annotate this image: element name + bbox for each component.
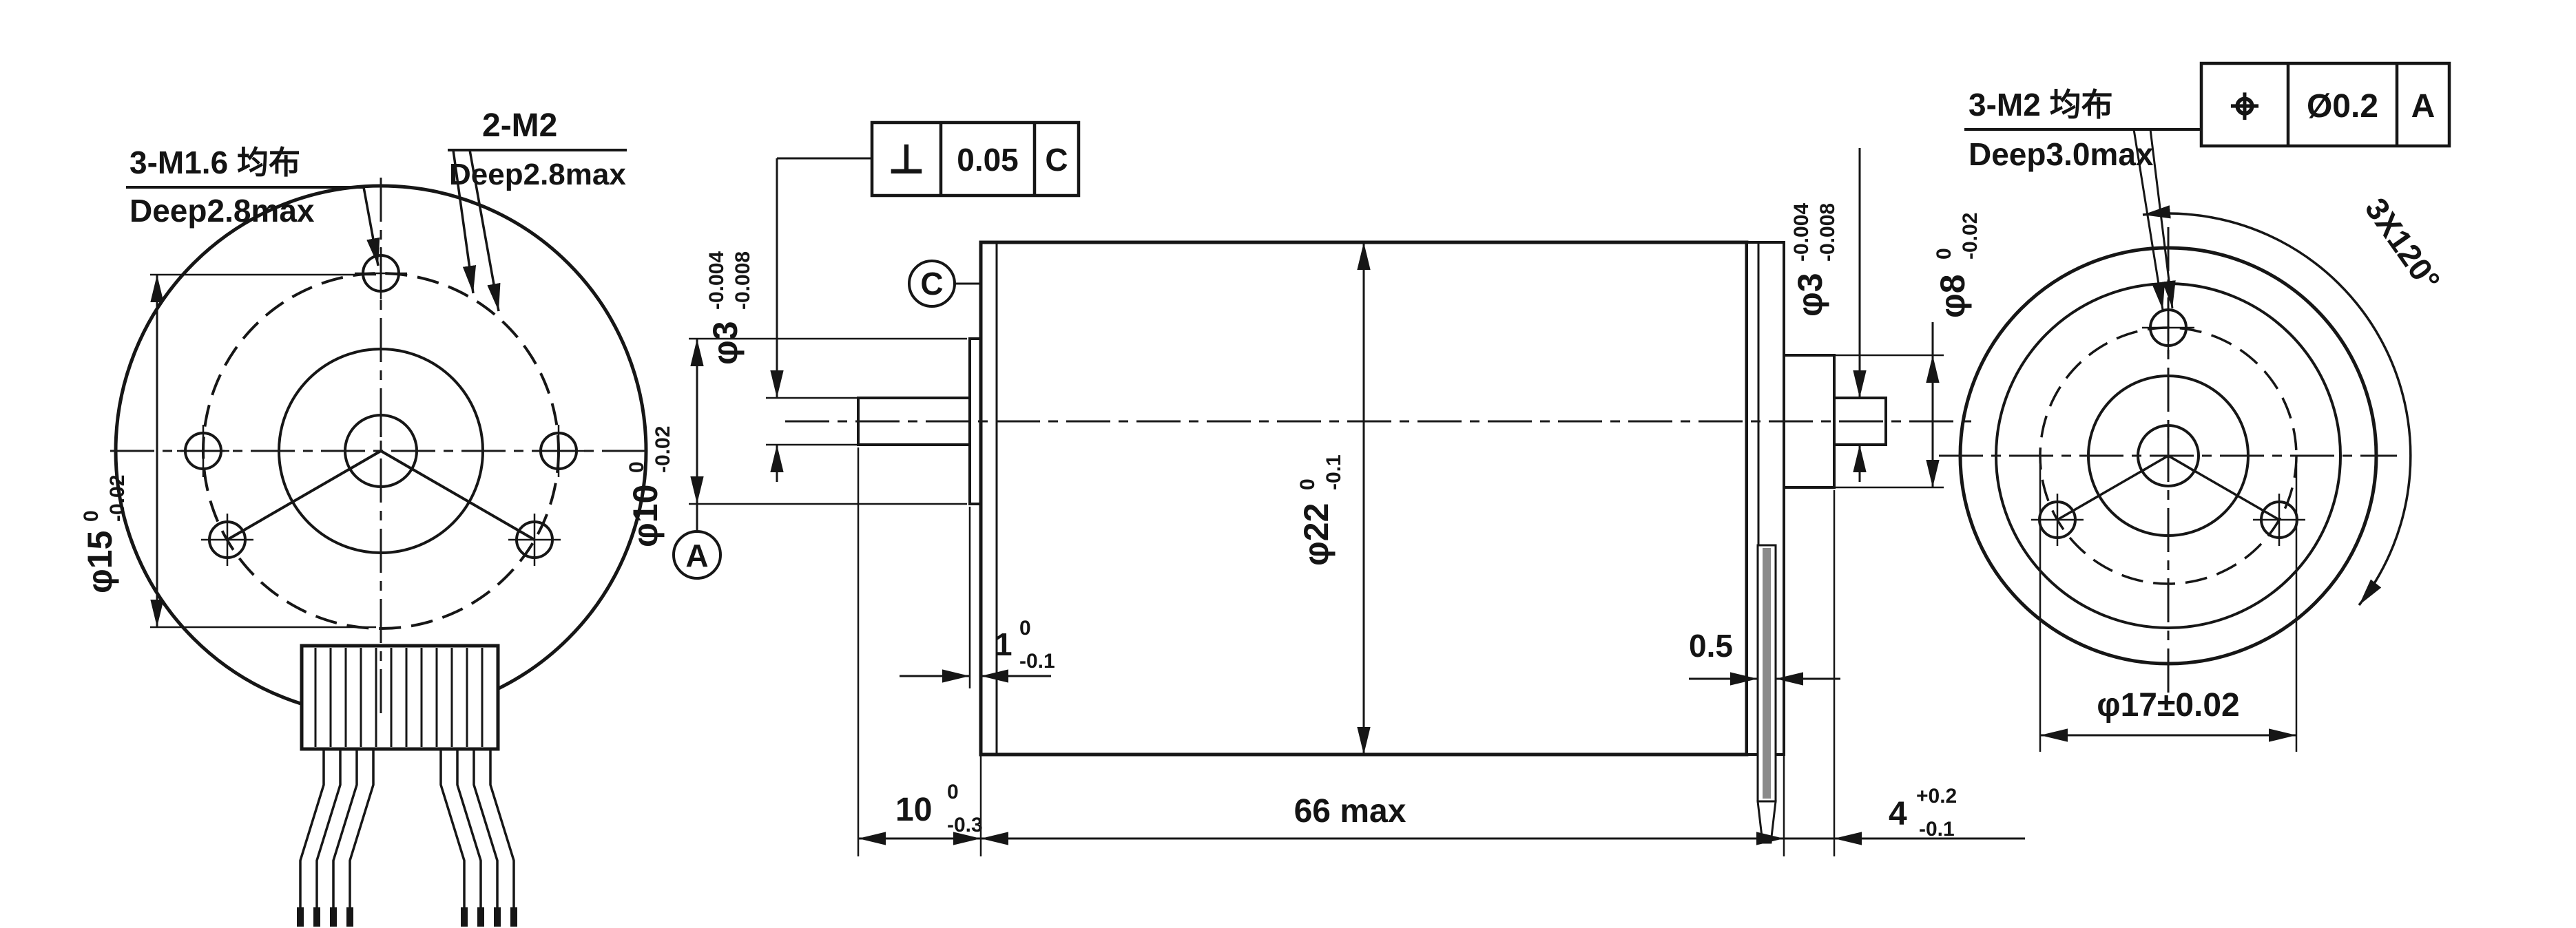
dim-phi8: φ8 0 -0.02 (1834, 213, 1982, 489)
thread-callout-m2: 2-M2 Deep2.8max (448, 107, 627, 312)
fcf-perp-tolerance: 0.05 (957, 142, 1019, 178)
thread-3m2-line2: Deep3.0max (1969, 136, 2154, 172)
thread-m16-line1: 3-M1.6 均布 (129, 145, 300, 180)
dim-phi8-upper-tol: 0 (1933, 248, 1955, 260)
dim-1-value: 1 (995, 626, 1012, 662)
dim-phi3-rear-upper-tol: -0.004 (1790, 203, 1813, 262)
dim-10-upper-tol: 0 (947, 781, 959, 803)
dim-phi17: φ17±0.02 (2039, 465, 2298, 752)
leader-line (468, 149, 501, 312)
dim-phi22-value: φ22 (1297, 503, 1336, 566)
pin-tip (1756, 800, 1777, 844)
dim-phi15-value: φ15 (81, 531, 119, 593)
dim-phi10-value: φ10 (626, 485, 665, 547)
fcf-position: ⌖ Ø0.2 A (2199, 61, 2451, 148)
dim-pin-thickness: 0.5 (1689, 628, 1840, 686)
dim-phi3-rear-value: φ3 (1791, 273, 1829, 317)
front-hole-spokes (226, 450, 536, 541)
wire-terminal-tips (297, 907, 517, 927)
datum-c-letter: C (920, 266, 943, 302)
rear-end-view: 3-M2 均布 Deep3.0max ⌖ Ø0.2 A 3X120° φ (1939, 61, 2451, 752)
thread-m2-line2: Deep2.8max (449, 158, 626, 191)
dim-phi3-front-upper-tol: -0.004 (705, 251, 728, 310)
datum-a-flag (672, 530, 722, 580)
thread-callout-m16: 3-M1.6 均布 Deep2.8max (126, 145, 380, 266)
fcf-perpendicularity: ⊥ 0.05 C (870, 120, 1081, 198)
leader-line (362, 187, 380, 266)
terminal-pin (1756, 544, 1777, 844)
lead-wire-connector (300, 644, 500, 751)
fcf-pos-tolerance: Ø0.2 (2307, 88, 2378, 125)
dim-4-upper-tol: +0.2 (1916, 785, 1957, 808)
position-icon: ⌖ (2231, 78, 2259, 134)
dim-phi22-lower-tol: -0.1 (1322, 454, 1345, 490)
pin-core (1763, 548, 1771, 799)
thread-3m2-line1: 3-M2 均布 (1969, 87, 2113, 123)
dim-phi15-lower-tol: -0.02 (106, 475, 129, 522)
fcf-perp-datum: C (1045, 142, 1068, 178)
dim-phi3-front-lower-tol: -0.008 (731, 251, 754, 310)
dim-phi10: A φ10 0 -0.02 (625, 337, 967, 580)
perpendicularity-icon: ⊥ (888, 136, 926, 182)
side-section-view: ⊥ 0.05 C C φ3 -0.004 -0.008 (625, 120, 2025, 856)
dim-4-value: 4 (1889, 796, 1907, 832)
dim-phi3-front: φ3 -0.004 -0.008 (705, 157, 872, 482)
leader-line (2149, 129, 2176, 309)
dim-66max-value: 66 max (1294, 793, 1406, 830)
dim-phi17-value: φ17±0.02 (2097, 687, 2240, 724)
dim-pilot-length: 1 0 -0.1 (900, 507, 1055, 688)
dim-phi8-lower-tol: -0.02 (1959, 213, 1982, 260)
dim-phi22: φ22 0 -0.1 (1296, 242, 1371, 755)
dim-phi3-front-value: φ3 (706, 321, 745, 365)
thread-m2-line1: 2-M2 (482, 107, 557, 144)
dim-1-lower-tol: -0.1 (1019, 650, 1055, 673)
dim-phi22-upper-tol: 0 (1296, 478, 1319, 490)
ribbon-hatch (314, 648, 484, 747)
hole-spacing-annotation: 3X120° (2142, 191, 2447, 607)
dim-phi10-lower-tol: -0.02 (652, 426, 674, 473)
dim-10-lower-tol: -0.3 (947, 814, 983, 836)
datum-a-letter: A (685, 538, 708, 573)
datum-c-flag: C (908, 260, 981, 308)
front-screw-holes (177, 247, 585, 566)
dim-phi10-upper-tol: 0 (625, 461, 648, 473)
fcf-pos-datum: A (2411, 88, 2435, 125)
thread-callout-3m2: 3-M2 均布 Deep3.0max (1964, 87, 2201, 310)
dim-4-lower-tol: -0.1 (1919, 818, 1955, 841)
dim-chain-bottom: 10 0 -0.3 66 max 4 +0.2 -0.1 (857, 447, 2025, 856)
leader-line (452, 149, 477, 294)
dim-10-value: 10 (895, 792, 932, 828)
dim-05-value: 0.5 (1689, 628, 1733, 664)
hole-spacing-text: 3X120° (2358, 191, 2447, 297)
dim-phi3-rear-lower-tol: -0.008 (1816, 203, 1839, 262)
lead-wires (299, 749, 515, 907)
dim-1-upper-tol: 0 (1019, 617, 1031, 640)
front-end-view: 3-M1.6 均布 Deep2.8max 2-M2 Deep2.8max φ15… (80, 107, 654, 927)
dim-phi8-value: φ8 (1933, 274, 1972, 318)
dim-phi15-upper-tol: 0 (80, 510, 103, 522)
dim-phi15: φ15 0 -0.02 (80, 273, 376, 629)
thread-m16-line2: Deep2.8max (129, 193, 315, 229)
dim-phi3-rear: φ3 -0.004 -0.008 (1790, 148, 1867, 482)
